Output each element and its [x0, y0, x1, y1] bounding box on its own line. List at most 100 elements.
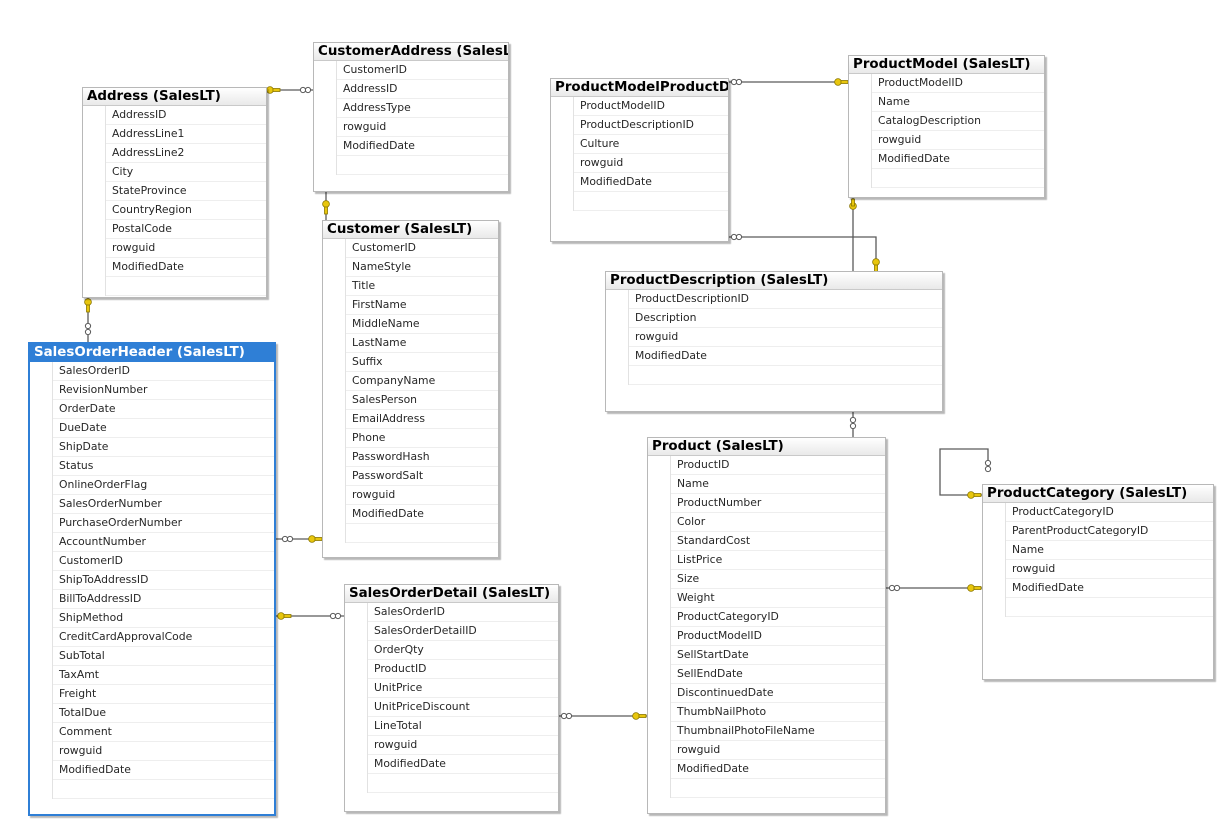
column-row[interactable]: ProductModelID: [671, 627, 885, 646]
column-row[interactable]: •Culture: [574, 135, 728, 154]
column-row[interactable]: ModifiedDate: [346, 505, 498, 524]
column-row[interactable]: AddressLine2: [106, 144, 266, 163]
column-row[interactable]: rowguid: [671, 741, 885, 760]
column-row[interactable]: SalesPerson: [346, 391, 498, 410]
column-row[interactable]: rowguid: [346, 486, 498, 505]
column-row[interactable]: OnlineOrderFlag: [53, 476, 274, 495]
column-row[interactable]: CreditCardApprovalCode: [53, 628, 274, 647]
column-row[interactable]: ModifiedDate: [872, 150, 1044, 169]
column-row[interactable]: Name: [1006, 541, 1213, 560]
column-row[interactable]: Suffix: [346, 353, 498, 372]
column-row[interactable]: TotalDue: [53, 704, 274, 723]
table-customer[interactable]: Customer (SalesLT)•CustomerIDNameStyleTi…: [322, 220, 499, 558]
column-row[interactable]: Description: [629, 309, 942, 328]
table-title[interactable]: Customer (SalesLT): [323, 221, 498, 239]
column-row[interactable]: AccountNumber: [53, 533, 274, 552]
table-address[interactable]: Address (SalesLT)•AddressIDAddressLine1A…: [82, 87, 267, 298]
column-row[interactable]: rowguid: [872, 131, 1044, 150]
column-row[interactable]: rowguid: [106, 239, 266, 258]
table-title[interactable]: ProductModelProductDescription (SalesLT): [551, 79, 728, 97]
column-row[interactable]: OrderQty: [368, 641, 558, 660]
column-row[interactable]: DiscontinuedDate: [671, 684, 885, 703]
table-salesorderdetail[interactable]: SalesOrderDetail (SalesLT)•SalesOrderID•…: [344, 584, 559, 812]
column-row[interactable]: Comment: [53, 723, 274, 742]
column-row[interactable]: UnitPriceDiscount: [368, 698, 558, 717]
column-row[interactable]: FirstName: [346, 296, 498, 315]
column-row[interactable]: ParentProductCategoryID: [1006, 522, 1213, 541]
column-row[interactable]: •ProductDescriptionID: [574, 116, 728, 135]
column-row[interactable]: SalesOrderNumber: [53, 495, 274, 514]
column-row[interactable]: ModifiedDate: [1006, 579, 1213, 598]
column-row[interactable]: AddressType: [337, 99, 508, 118]
table-title[interactable]: ProductCategory (SalesLT): [983, 485, 1213, 503]
column-row[interactable]: •AddressID: [337, 80, 508, 99]
column-row[interactable]: CatalogDescription: [872, 112, 1044, 131]
column-row[interactable]: OrderDate: [53, 400, 274, 419]
table-productmodelproductdescription[interactable]: ProductModelProductDescription (SalesLT)…: [550, 78, 729, 242]
column-row[interactable]: •SalesOrderID: [53, 362, 274, 381]
column-row[interactable]: TaxAmt: [53, 666, 274, 685]
table-title[interactable]: SalesOrderHeader (SalesLT): [30, 344, 274, 362]
column-row[interactable]: Status: [53, 457, 274, 476]
table-title[interactable]: Address (SalesLT): [83, 88, 266, 106]
table-productcategory[interactable]: ProductCategory (SalesLT)•ProductCategor…: [982, 484, 1214, 680]
column-row[interactable]: ModifiedDate: [629, 347, 942, 366]
column-row[interactable]: PurchaseOrderNumber: [53, 514, 274, 533]
column-row[interactable]: Name: [671, 475, 885, 494]
column-row[interactable]: ShipDate: [53, 438, 274, 457]
column-row[interactable]: UnitPrice: [368, 679, 558, 698]
column-row[interactable]: StateProvince: [106, 182, 266, 201]
column-row[interactable]: •CustomerID: [337, 61, 508, 80]
column-row[interactable]: PasswordHash: [346, 448, 498, 467]
column-row[interactable]: ProductID: [368, 660, 558, 679]
column-row[interactable]: Weight: [671, 589, 885, 608]
column-row[interactable]: ModifiedDate: [671, 760, 885, 779]
column-row[interactable]: Color: [671, 513, 885, 532]
table-productdescription[interactable]: ProductDescription (SalesLT)•ProductDesc…: [605, 271, 943, 412]
column-row[interactable]: rowguid: [629, 328, 942, 347]
column-row[interactable]: ListPrice: [671, 551, 885, 570]
column-row[interactable]: Freight: [53, 685, 274, 704]
column-row[interactable]: SellStartDate: [671, 646, 885, 665]
column-row[interactable]: rowguid: [53, 742, 274, 761]
table-customeraddress[interactable]: CustomerAddress (SalesLT)•CustomerID•Add…: [313, 42, 509, 192]
column-row[interactable]: PasswordSalt: [346, 467, 498, 486]
table-product[interactable]: Product (SalesLT)•ProductIDNameProductNu…: [647, 437, 886, 814]
column-row[interactable]: •ProductModelID: [872, 74, 1044, 93]
table-title[interactable]: ProductDescription (SalesLT): [606, 272, 942, 290]
column-row[interactable]: rowguid: [1006, 560, 1213, 579]
column-row[interactable]: •SalesOrderID: [368, 603, 558, 622]
table-productmodel[interactable]: ProductModel (SalesLT)•ProductModelIDNam…: [848, 55, 1045, 198]
column-row[interactable]: AddressLine1: [106, 125, 266, 144]
column-row[interactable]: ShipToAddressID: [53, 571, 274, 590]
table-title[interactable]: ProductModel (SalesLT): [849, 56, 1044, 74]
column-row[interactable]: MiddleName: [346, 315, 498, 334]
table-title[interactable]: Product (SalesLT): [648, 438, 885, 456]
column-row[interactable]: ProductCategoryID: [671, 608, 885, 627]
column-row[interactable]: •CustomerID: [346, 239, 498, 258]
column-row[interactable]: CompanyName: [346, 372, 498, 391]
column-row[interactable]: LineTotal: [368, 717, 558, 736]
column-row[interactable]: RevisionNumber: [53, 381, 274, 400]
column-row[interactable]: SubTotal: [53, 647, 274, 666]
column-row[interactable]: ThumbNailPhoto: [671, 703, 885, 722]
column-row[interactable]: NameStyle: [346, 258, 498, 277]
column-row[interactable]: CountryRegion: [106, 201, 266, 220]
column-row[interactable]: ProductNumber: [671, 494, 885, 513]
column-row[interactable]: Size: [671, 570, 885, 589]
column-row[interactable]: ShipMethod: [53, 609, 274, 628]
column-row[interactable]: LastName: [346, 334, 498, 353]
column-row[interactable]: rowguid: [337, 118, 508, 137]
column-row[interactable]: ModifiedDate: [106, 258, 266, 277]
column-row[interactable]: ModifiedDate: [368, 755, 558, 774]
column-row[interactable]: •ProductCategoryID: [1006, 503, 1213, 522]
column-row[interactable]: ModifiedDate: [53, 761, 274, 780]
column-row[interactable]: •ProductID: [671, 456, 885, 475]
column-row[interactable]: CustomerID: [53, 552, 274, 571]
column-row[interactable]: DueDate: [53, 419, 274, 438]
column-row[interactable]: ModifiedDate: [337, 137, 508, 156]
column-row[interactable]: •ProductDescriptionID: [629, 290, 942, 309]
column-row[interactable]: Title: [346, 277, 498, 296]
column-row[interactable]: SellEndDate: [671, 665, 885, 684]
column-row[interactable]: Name: [872, 93, 1044, 112]
